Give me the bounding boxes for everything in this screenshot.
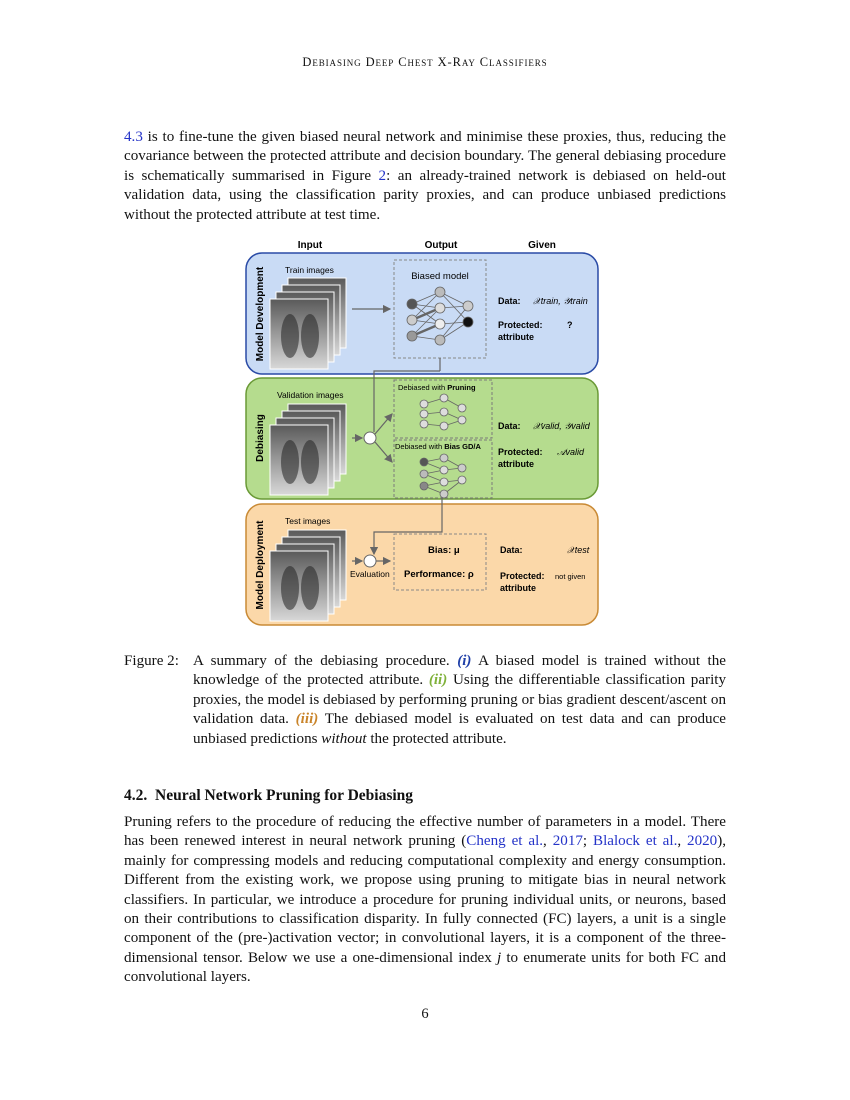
dep-data-value: 𝒳test <box>567 545 590 555</box>
col-given: Given <box>528 240 556 251</box>
cite-cheng[interactable]: Cheng et al. <box>466 833 544 850</box>
cite-blalock-year[interactable]: 2020 <box>687 833 718 850</box>
section-ref-link[interactable]: 4.3 <box>124 129 143 145</box>
dev-attribute-label: attribute <box>498 332 534 342</box>
dep-attribute-label: attribute <box>500 583 536 593</box>
dev-protected-label: Protected: <box>498 320 543 330</box>
dev-data-value: 𝒳train, 𝒴train <box>533 296 588 306</box>
cite-blalock[interactable]: Blalock et al. <box>593 833 678 850</box>
deb-protected-label: Protected: <box>498 447 543 457</box>
col-input: Input <box>298 240 323 251</box>
biased-model-network-icon <box>406 286 474 346</box>
pruning-box <box>393 379 493 439</box>
caption-body: A summary of the debiasing procedure. (i… <box>193 653 727 747</box>
deb-data-value: 𝒳valid, 𝒴valid <box>533 421 591 431</box>
section-heading: 4.2. Neural Network Pruning for Debiasin… <box>124 787 414 804</box>
dev-data-label: Data: <box>498 296 521 306</box>
bias-metric: Bias: μ <box>428 545 460 556</box>
debiasing-label: Debiasing <box>255 414 266 462</box>
gda-network-icon <box>419 453 467 499</box>
caption-label: Figure 2: <box>124 653 179 669</box>
dep-data-label: Data: <box>500 545 523 555</box>
performance-metric: Performance: ρ <box>404 569 474 580</box>
dep-protected-label: Protected: <box>500 571 545 581</box>
running-header: Debiasing Deep Chest X-Ray Classifiers <box>302 55 548 69</box>
pruning-label: Debiased with Pruning <box>398 383 476 392</box>
deb-protected-value: 𝒜valid <box>557 447 585 457</box>
metrics-box <box>393 533 487 591</box>
train-xray-stack <box>269 277 347 370</box>
intro-text-a: is to fine-tune the given biased neural … <box>124 129 726 184</box>
col-output: Output <box>425 240 458 251</box>
dep-protected-value: not given <box>555 572 585 581</box>
validation-xray-stack <box>269 403 347 496</box>
test-xray-stack <box>269 529 347 622</box>
dev-protected-value: ? <box>567 320 573 330</box>
intro-text-b: : an already-trained network is debiased… <box>124 167 726 223</box>
train-images-label: Train images <box>285 265 334 275</box>
deployment-label: Model Deployment <box>255 520 266 610</box>
figure-ref-link[interactable]: 2 <box>378 167 387 184</box>
dev-label: Model Development <box>255 266 266 361</box>
deb-data-label: Data: <box>498 421 521 431</box>
page-number: 6 <box>421 1006 429 1022</box>
eval-junction <box>363 554 377 568</box>
figure-2: Input Output Given Model Development Tra… <box>244 236 604 632</box>
body-paragraph: Pruning refers to the procedure of reduc… <box>124 814 727 986</box>
intro-paragraph: 4.3 is to fine-tune the given biased neu… <box>124 128 726 225</box>
cite-cheng-year[interactable]: 2017 <box>552 833 583 850</box>
test-images-label: Test images <box>285 516 330 526</box>
debias-junction <box>363 431 377 445</box>
evaluation-label: Evaluation <box>350 569 390 579</box>
validation-images-label: Validation images <box>277 390 343 400</box>
bias-gda-label: Debiased with Bias GD/A <box>395 442 481 451</box>
deb-attribute-label: attribute <box>498 459 534 469</box>
pruned-network-icon <box>419 393 467 431</box>
debiasing-diagram: Input Output Given Model Development Tra… <box>245 240 599 626</box>
biased-model-label: Biased model <box>411 271 469 282</box>
